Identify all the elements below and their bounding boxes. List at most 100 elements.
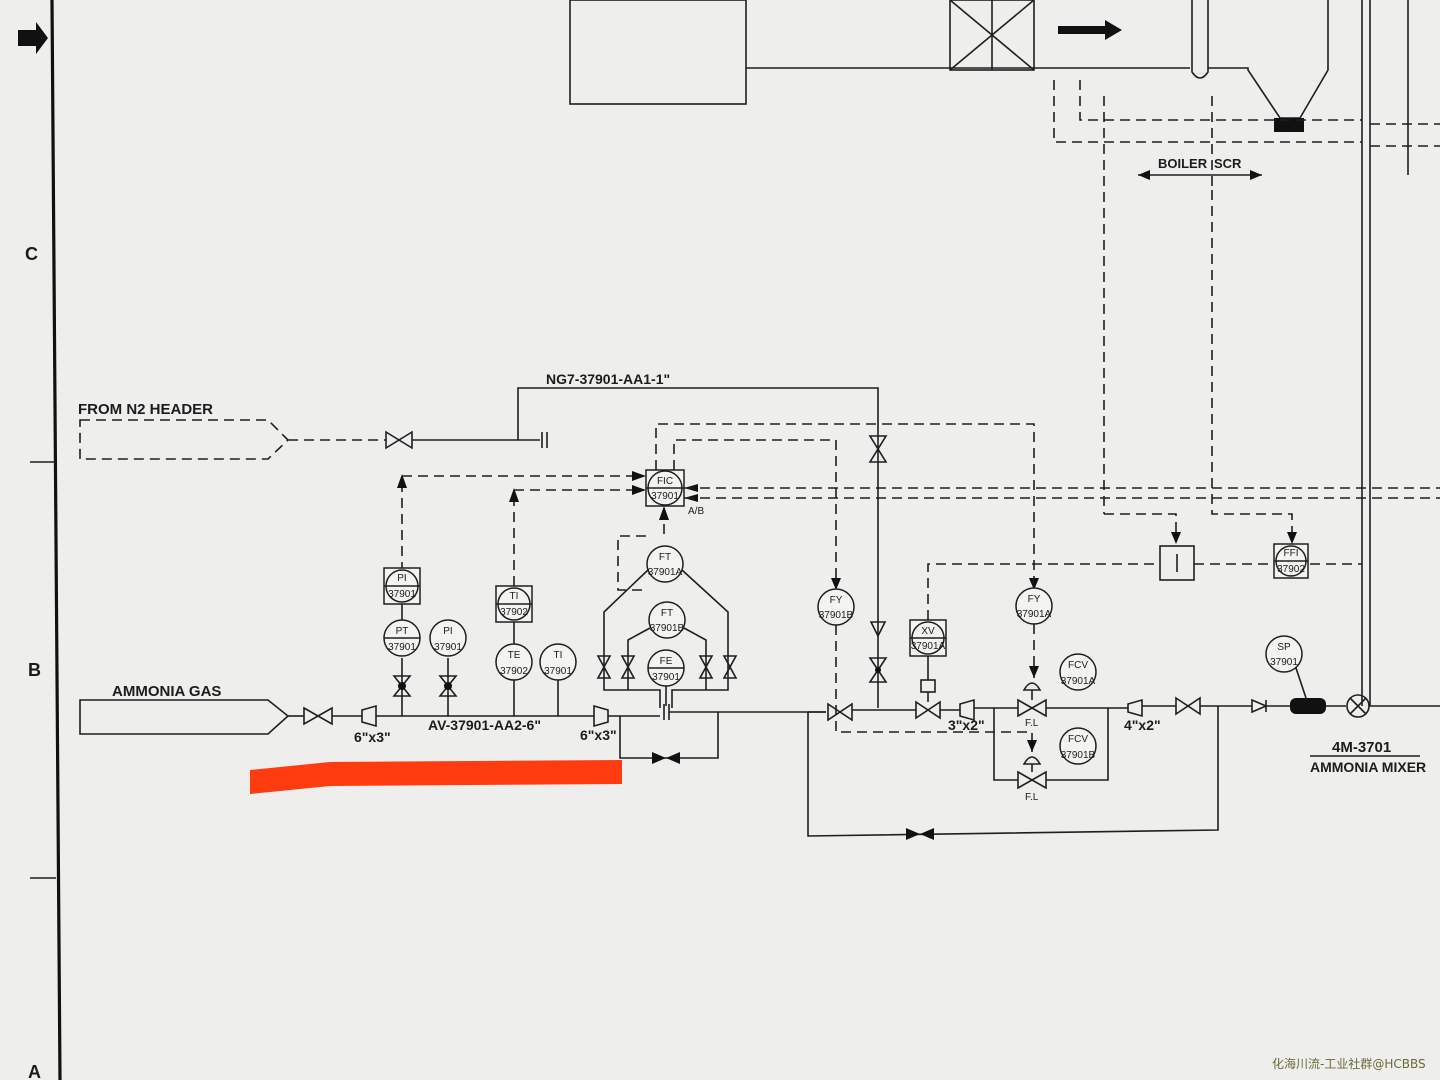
sp-leader (1295, 667, 1307, 699)
hopper-outlet (1274, 118, 1304, 132)
impulse-line (683, 627, 707, 690)
manifold-valve-icon[interactable] (722, 655, 738, 679)
impulse-line (603, 569, 661, 708)
xv-actuator (920, 679, 936, 693)
fcv-b-branch (993, 708, 1018, 781)
pi-root-valve-icon[interactable] (438, 675, 458, 697)
ft-a-bubble (646, 545, 684, 583)
arrowheads (632, 471, 646, 495)
pi-local-fn: PI (443, 626, 452, 637)
ft-b-num: 37901B (650, 623, 685, 634)
fcv-a-bubble (1059, 653, 1097, 691)
ffi-fn: FFI (1284, 548, 1299, 559)
n2-valve-icon[interactable] (385, 430, 413, 450)
flow-arrow-icon (1058, 20, 1122, 40)
xv-valve-icon[interactable] (915, 700, 941, 720)
arrowhead (1029, 666, 1039, 678)
fcv-a-num: 37901A (1061, 676, 1096, 687)
pt-fn: PT (396, 626, 409, 637)
manifold-valve-icon[interactable] (620, 655, 636, 679)
fcv-b-num: 37901B (1061, 750, 1096, 761)
fic-fn: FIC (657, 476, 673, 487)
fcv-b-valve-icon[interactable] (1017, 770, 1047, 790)
left-border (50, 0, 62, 1080)
ammonia-gas-offpage (79, 699, 290, 735)
ti-local-fn: TI (554, 650, 563, 661)
ab-label: A/B (688, 506, 704, 517)
ft-b-bubble (648, 601, 686, 639)
reducer-3-label: 3"x2" (948, 717, 985, 733)
arrowheads (684, 484, 698, 502)
signal-line (1079, 80, 1362, 121)
reducer-1-label: 6"x3" (354, 729, 391, 745)
arrowhead (509, 488, 519, 502)
arrowhead (1027, 740, 1037, 752)
sheet-arrow-icon (18, 22, 48, 54)
computation-block (1159, 545, 1195, 581)
zone-letter-c: C (25, 244, 38, 264)
impulse-line (627, 627, 651, 690)
n2-isolation-valve-icon[interactable] (868, 435, 888, 463)
arrowhead (1029, 578, 1039, 590)
inlet-valve-icon[interactable] (303, 706, 333, 726)
arrowhead (659, 506, 669, 520)
scr-label: SCR (1214, 156, 1242, 171)
fy-a-fn: FY (1028, 594, 1041, 605)
sp-bubble (1265, 635, 1303, 673)
fy-b-num: 37901B (819, 610, 854, 621)
reducer-icon (593, 704, 609, 728)
ti-local-bubble (539, 643, 577, 681)
main-line-label: AV-37901-AA2-6" (428, 717, 541, 733)
arrowhead (397, 474, 407, 488)
pi-local-bubble (429, 619, 467, 657)
pt-num: 37901 (388, 642, 416, 653)
fic-output-b (673, 439, 837, 578)
fic-num: 37901 (651, 491, 679, 502)
ft-a-fn: FT (659, 552, 671, 563)
arrowhead (1171, 532, 1181, 544)
pi-box-num: 37901 (388, 589, 416, 600)
ffi-num: 37902 (1277, 564, 1305, 575)
te-fn: TE (508, 650, 521, 661)
n2-connection (517, 387, 879, 440)
fe-fn: FE (660, 656, 673, 667)
n2-valve-icon[interactable] (868, 657, 888, 683)
main-bypass (807, 706, 1219, 837)
block-valve-icon[interactable] (827, 702, 853, 722)
n2-header-offpage (79, 419, 290, 460)
equipment-box (569, 0, 747, 105)
boiler-label: BOILER (1158, 156, 1208, 171)
from-n2-header-label: FROM N2 HEADER (78, 401, 213, 418)
boiler-outline (1191, 0, 1209, 79)
pt-root-valve-icon[interactable] (392, 675, 412, 697)
ti-local-num: 37901 (544, 666, 572, 677)
flame-arrester (1290, 698, 1326, 714)
fcv-b-actuator (1022, 756, 1042, 765)
ft-signal (617, 535, 646, 591)
outlet-valve-icon[interactable] (1175, 696, 1201, 716)
ti-box-fn: TI (510, 591, 519, 602)
check-valve-icon (869, 621, 887, 638)
reducer-icon (361, 704, 377, 728)
pi-local-num: 37901 (434, 642, 462, 653)
redaction-bar (250, 760, 622, 794)
ffi-signal (1104, 513, 1177, 536)
bypass-valve-icon[interactable] (652, 752, 680, 764)
manifold-valve-icon[interactable] (596, 655, 612, 679)
fy-a-num: 37901A (1017, 609, 1052, 620)
impulse-line (671, 569, 729, 708)
ft-a-num: 37901A (648, 567, 683, 578)
ti-box-num: 37902 (500, 607, 528, 618)
pi-box-fn: PI (397, 573, 406, 584)
signal-line (1053, 80, 1362, 143)
mixer-nozzle (1349, 697, 1367, 715)
bypass-valve-icon[interactable] (906, 828, 934, 840)
fcv-a-valve-icon[interactable] (1017, 698, 1047, 718)
reducer-icon (959, 698, 975, 722)
manifold-valve-icon[interactable] (698, 655, 714, 679)
reducer-4-label: 4"x2" (1124, 717, 1161, 733)
fcv-b-branch (1046, 708, 1109, 781)
fic-output-a (655, 423, 1035, 578)
